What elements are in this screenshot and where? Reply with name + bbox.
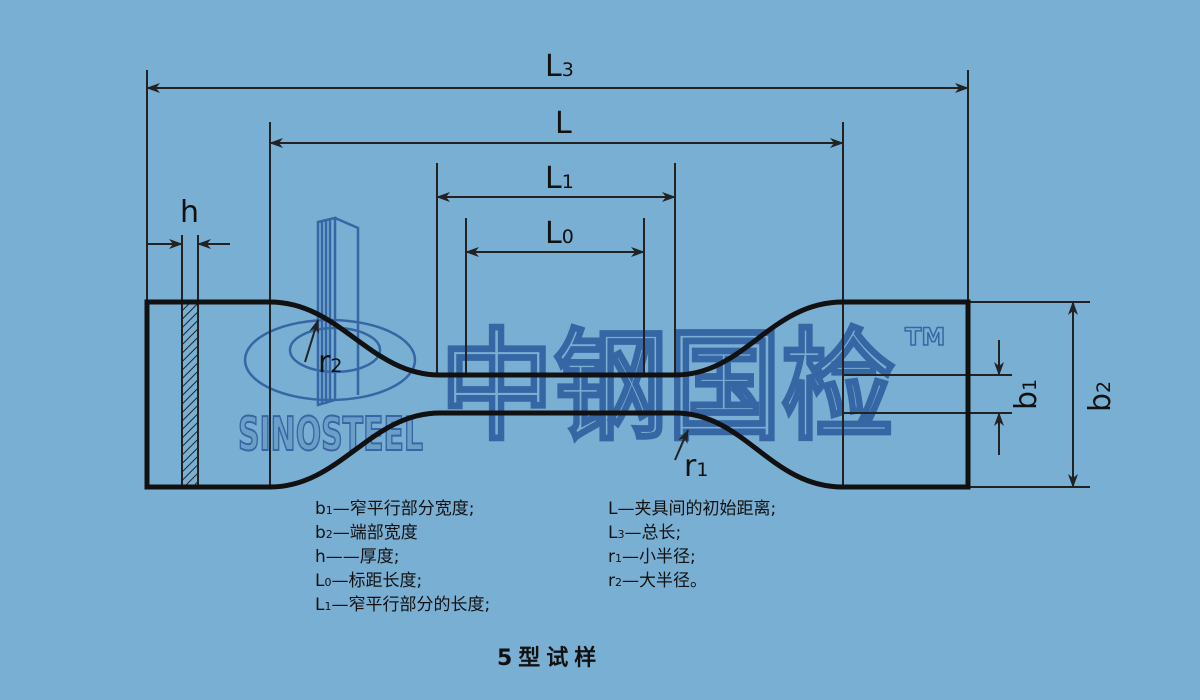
label-b1: b1	[1009, 379, 1044, 410]
legend-item: b2—端部宽度	[315, 523, 418, 543]
label-r1: r1	[684, 449, 708, 484]
legend-right: L—夹具间的初始距离; L3—总长; r1—小半径; r2—大半径。	[608, 498, 776, 594]
legend-left: b1—窄平行部分宽度; b2—端部宽度 h——厚度; L0—标距长度; L1—窄…	[315, 498, 490, 618]
legend-item: h——厚度;	[315, 547, 400, 567]
legend-item: L1—窄平行部分的长度;	[315, 595, 491, 615]
label-L0: L0	[545, 216, 574, 251]
legend-item: L0—标距长度;	[315, 571, 423, 591]
specimen-outline	[144, 299, 971, 490]
legend-item: L—夹具间的初始距离;	[608, 499, 777, 519]
svg-text:SINOSTEEL: SINOSTEEL	[238, 407, 423, 461]
legend-item: r2—大半径。	[608, 571, 707, 591]
sinosteel-watermark: SINOSTEEL 中钢国检 TM	[237, 216, 946, 462]
label-b2: b2	[1083, 381, 1118, 412]
legend-item: b1—窄平行部分宽度;	[315, 499, 475, 519]
label-L1: L1	[545, 161, 574, 196]
label-r2: r2	[318, 345, 342, 380]
legend-item: L3—总长;	[608, 523, 682, 543]
svg-text:中钢国检: 中钢国检	[440, 318, 895, 457]
label-h: h	[180, 195, 199, 230]
legend-item: r1—小半径;	[608, 547, 696, 567]
diagram-title: 5型试样	[497, 646, 603, 671]
dimension-lines	[146, 83, 1078, 488]
svg-text:TM: TM	[905, 323, 945, 351]
label-L: L	[555, 106, 572, 141]
label-L3: L3	[545, 49, 574, 84]
thickness-hatch	[182, 302, 198, 487]
